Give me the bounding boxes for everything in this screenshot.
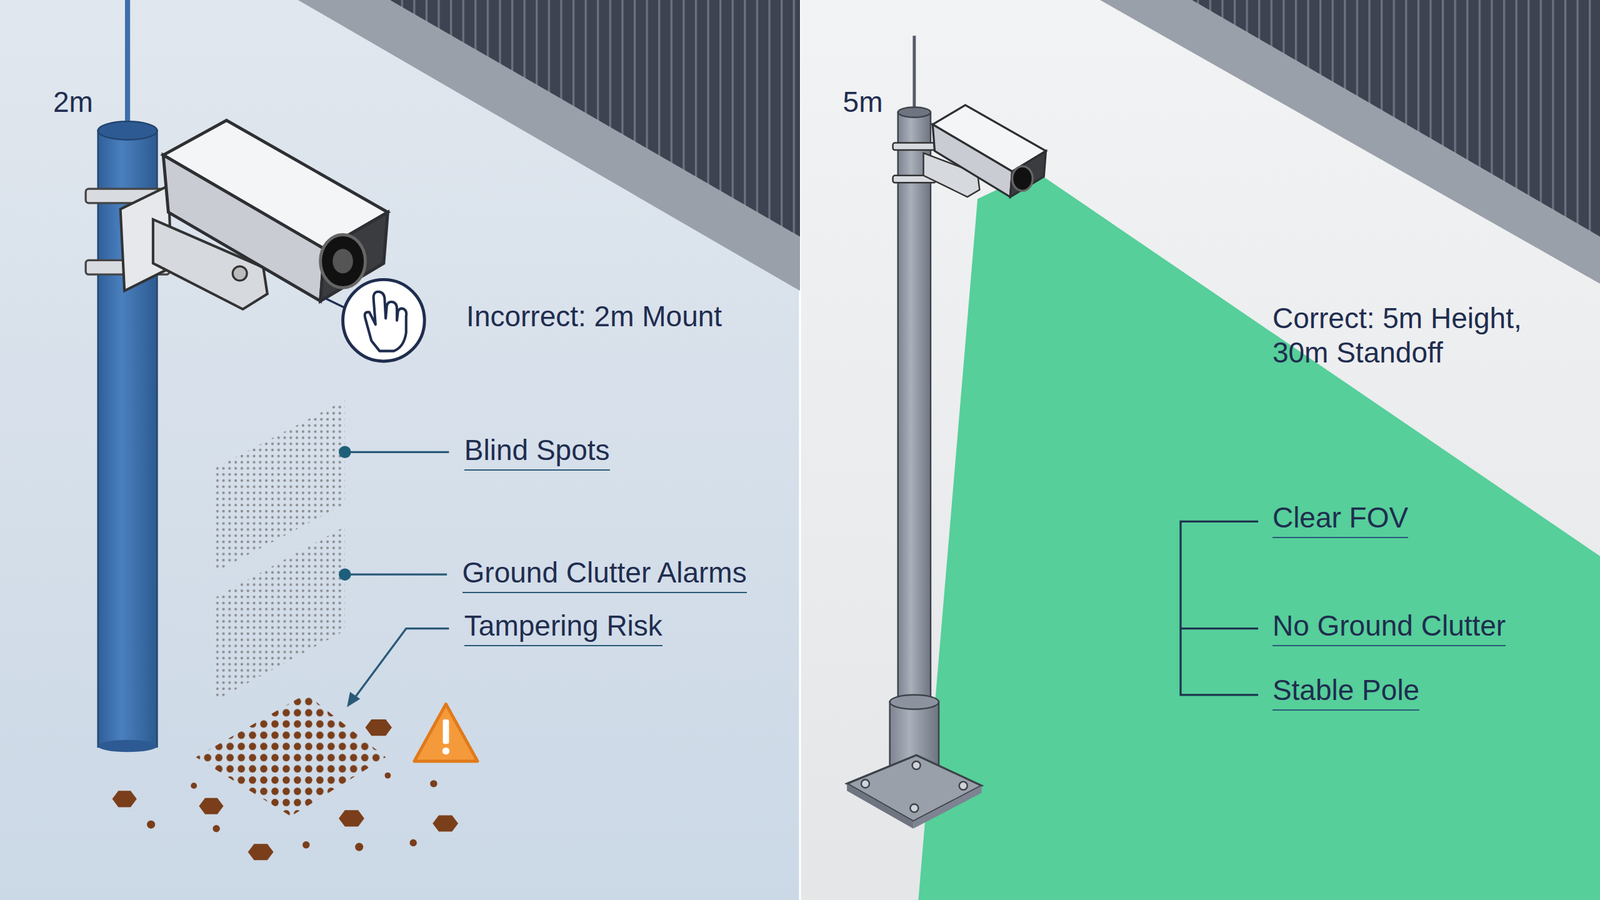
- clamp: [893, 143, 937, 150]
- height-label: 2m: [53, 85, 94, 120]
- callout-label: Tampering Risk: [464, 608, 663, 647]
- field-of-view: [918, 171, 1600, 900]
- antenna: [912, 35, 916, 110]
- camera-lens: [320, 235, 366, 289]
- pole-bottom: [98, 740, 158, 753]
- tampering-area: [195, 693, 386, 817]
- camera-body: [932, 124, 1012, 197]
- anchor-bolt: [861, 761, 968, 813]
- pole-top: [98, 121, 158, 140]
- ground-clutter-area: [216, 526, 345, 700]
- camera-front: [1010, 151, 1046, 197]
- warning-icon: [414, 704, 478, 762]
- callout-label: Clear FOV: [1272, 500, 1409, 539]
- base-plate: [846, 755, 982, 822]
- left-panel: [0, 0, 800, 900]
- debris: [112, 719, 459, 860]
- pole-base-top: [890, 695, 939, 710]
- camera-lens: [332, 248, 354, 274]
- callout-label: Stable Pole: [1272, 673, 1420, 711]
- bracket-line: [1180, 521, 1259, 695]
- callout-label: Blind Spots: [464, 433, 610, 471]
- leader-line: [353, 628, 449, 700]
- leader-line: [345, 573, 447, 576]
- fence-slats: [1191, 0, 1600, 237]
- verdict-label: Correct: 5m Height, 30m Standoff: [1272, 301, 1560, 370]
- leader-arrowhead: [346, 691, 360, 707]
- height-label: 5m: [843, 85, 884, 120]
- leader-dot: [338, 445, 352, 459]
- base-plate: [913, 785, 982, 829]
- hand-icon: [365, 291, 407, 352]
- pole: [898, 112, 931, 705]
- fence-ledge: [1100, 0, 1600, 284]
- touch-icon: [343, 279, 425, 362]
- verdict-label: Incorrect: 2m Mount: [466, 299, 722, 334]
- fence-slats: [390, 0, 800, 237]
- callout-label: Ground Clutter Alarms: [462, 555, 747, 594]
- base-plate: [846, 783, 914, 829]
- leader-dot: [338, 568, 352, 581]
- pole-top: [898, 106, 931, 117]
- bracket-bolt: [232, 266, 247, 281]
- antenna: [125, 0, 130, 131]
- bracket-line: [1180, 627, 1259, 630]
- callout-label: No Ground Clutter: [1272, 608, 1506, 647]
- camera-body: [163, 155, 325, 301]
- camera-lens: [1012, 166, 1034, 191]
- leader-line: [345, 451, 450, 454]
- right-panel: [800, 0, 1600, 900]
